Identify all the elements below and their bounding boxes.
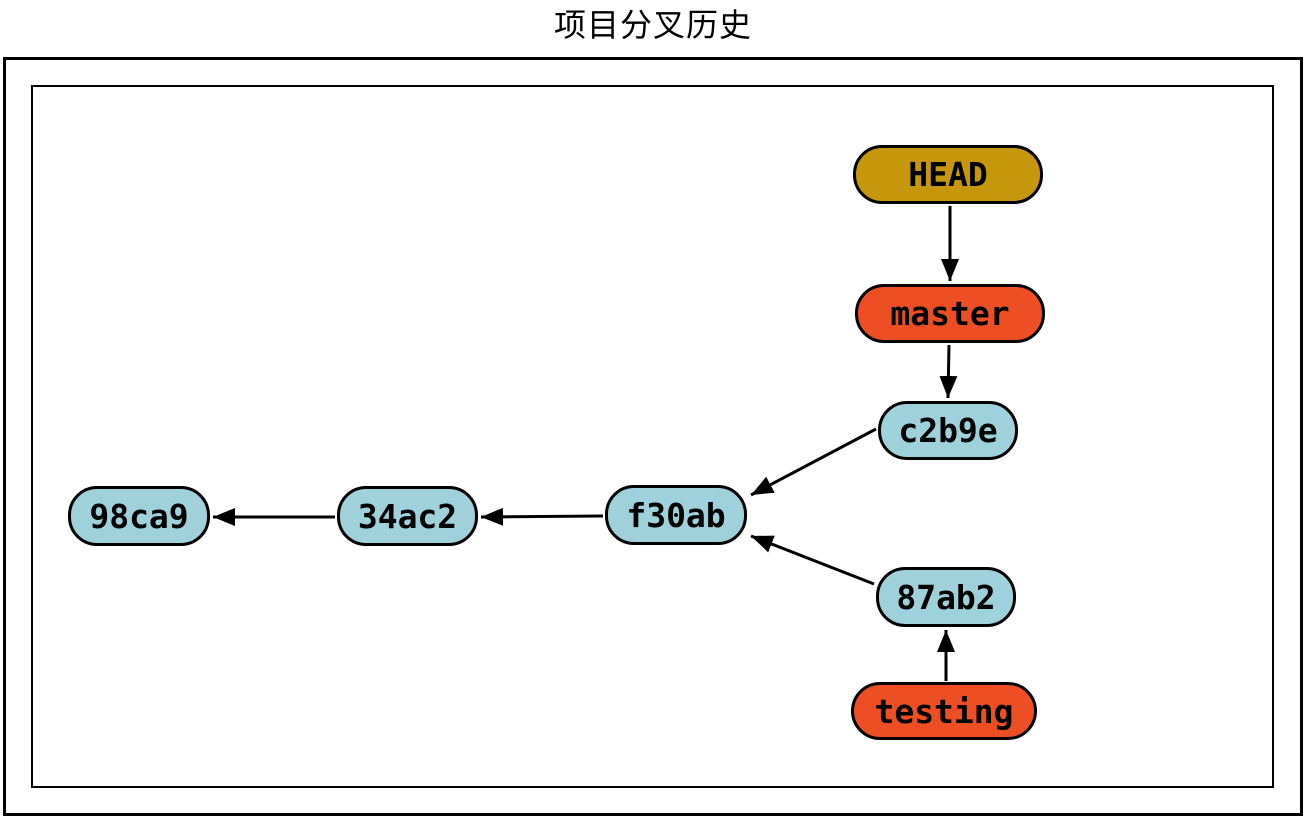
figure-title: 项目分叉历史 bbox=[553, 6, 752, 44]
inner-frame bbox=[31, 85, 1274, 788]
edge-master-to-c2b9e bbox=[939, 344, 958, 399]
node-98ca9: 98ca9 bbox=[68, 486, 210, 546]
node-master: master bbox=[855, 284, 1045, 343]
node-head: HEAD bbox=[853, 145, 1043, 204]
node-testing: testing bbox=[851, 682, 1037, 740]
outer-frame bbox=[3, 57, 1303, 816]
node-34ac2: 34ac2 bbox=[337, 486, 478, 546]
node-f30ab: f30ab bbox=[605, 485, 747, 545]
node-c2b9e: c2b9e bbox=[878, 401, 1018, 460]
edge-87ab2-to-f30ab bbox=[750, 534, 875, 586]
node-87ab2: 87ab2 bbox=[876, 567, 1016, 627]
edge-f30ab-to-34ac2 bbox=[480, 507, 604, 526]
edge-c2b9e-to-f30ab bbox=[750, 427, 877, 497]
